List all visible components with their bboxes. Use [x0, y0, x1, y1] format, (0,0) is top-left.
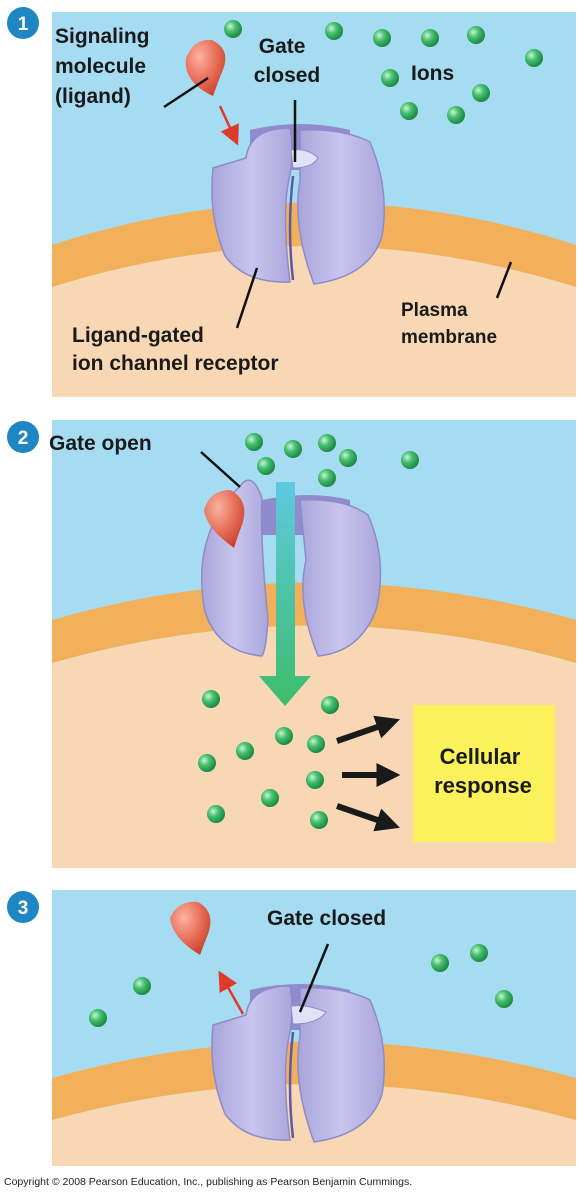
- step-badge-3: 3: [7, 891, 39, 923]
- ion: [89, 1009, 107, 1027]
- panel-2: Cellular response Gate open 2: [7, 420, 576, 868]
- step-badge-1: 1: [7, 7, 39, 39]
- ion: [401, 451, 419, 469]
- ion: [495, 990, 513, 1008]
- ions-panel-1: [224, 20, 543, 124]
- gate-line-1: Gate: [259, 35, 306, 58]
- ion: [421, 29, 439, 47]
- step-number-3: 3: [18, 898, 29, 919]
- ion: [207, 805, 225, 823]
- response-line-1: Cellular: [440, 744, 521, 769]
- signaling-line-2: molecule: [55, 55, 146, 78]
- receptor-line-2: ion channel receptor: [72, 352, 279, 375]
- response-arrow: [336, 803, 400, 832]
- ion: [198, 754, 216, 772]
- ion: [202, 690, 220, 708]
- cellular-response-box: [413, 705, 555, 842]
- membrane-leader: [495, 261, 513, 299]
- ion: [400, 102, 418, 120]
- ion: [284, 440, 302, 458]
- ion: [525, 49, 543, 67]
- ion: [321, 696, 339, 714]
- ion: [318, 434, 336, 452]
- step-number-1: 1: [18, 14, 29, 35]
- ion: [472, 84, 490, 102]
- ion-flow-arrow: [259, 482, 311, 706]
- ion: [339, 449, 357, 467]
- copyright-notice: Copyright © 2008 Pearson Education, Inc.…: [4, 1176, 413, 1188]
- response-arrow: [336, 715, 400, 744]
- ion: [431, 954, 449, 972]
- receptor-leader: [235, 267, 259, 329]
- ion: [133, 977, 151, 995]
- ligand-binding-arrow: [218, 105, 239, 146]
- ion: [381, 69, 399, 87]
- response-line-2: response: [434, 773, 532, 798]
- gate-closed-leader: [298, 943, 330, 1013]
- gate-line-2: closed: [254, 64, 321, 87]
- receptor-label: Ligand-gated ion channel receptor: [72, 324, 279, 375]
- gate-closed-label: Gate closed: [254, 35, 321, 87]
- ion: [467, 26, 485, 44]
- plasma-membrane-label: Plasma membrane: [401, 300, 497, 348]
- ion: [307, 735, 325, 753]
- panel-3: Gate closed 3: [7, 890, 576, 1166]
- ion: [325, 22, 343, 40]
- gate-open-label: Gate open: [49, 432, 152, 455]
- ion: [261, 789, 279, 807]
- cellular-response-label: Cellular response: [434, 744, 532, 798]
- ligand-leader: [163, 76, 209, 109]
- receptor-channel: [211, 124, 386, 285]
- membrane-line-2: membrane: [401, 327, 497, 348]
- ions-panel-3: [89, 944, 513, 1027]
- membrane-line-1: Plasma: [401, 300, 468, 321]
- gate-closed-label: Gate closed: [267, 907, 386, 930]
- ligand-molecule: [204, 490, 245, 548]
- panel-1: Signaling molecule (ligand) Gate closed …: [7, 7, 576, 397]
- ion: [224, 20, 242, 38]
- signaling-line-1: Signaling: [55, 25, 150, 48]
- ions-label: Ions: [411, 62, 454, 85]
- cytoplasm: [52, 246, 576, 397]
- ion: [306, 771, 324, 789]
- ligand-molecule: [185, 39, 226, 96]
- ion: [470, 944, 488, 962]
- ion: [310, 811, 328, 829]
- ion: [245, 433, 263, 451]
- gate-open-leader: [200, 451, 241, 488]
- signaling-line-3: (ligand): [55, 85, 131, 108]
- ligand-molecule: [170, 901, 211, 955]
- ligand-release-arrow: [218, 970, 245, 1015]
- ion: [447, 106, 465, 124]
- ion: [275, 727, 293, 745]
- signaling-molecule-label: Signaling molecule (ligand): [55, 25, 155, 108]
- ions-outside-panel-2: [245, 433, 419, 487]
- ion: [318, 469, 336, 487]
- ion: [236, 742, 254, 760]
- ion: [257, 457, 275, 475]
- receptor-line-1: Ligand-gated: [72, 324, 204, 347]
- ion: [373, 29, 391, 47]
- receptor-channel: [211, 984, 386, 1143]
- step-number-2: 2: [18, 428, 29, 449]
- ions-inside-panel-2: [198, 690, 339, 829]
- step-badge-2: 2: [7, 421, 39, 453]
